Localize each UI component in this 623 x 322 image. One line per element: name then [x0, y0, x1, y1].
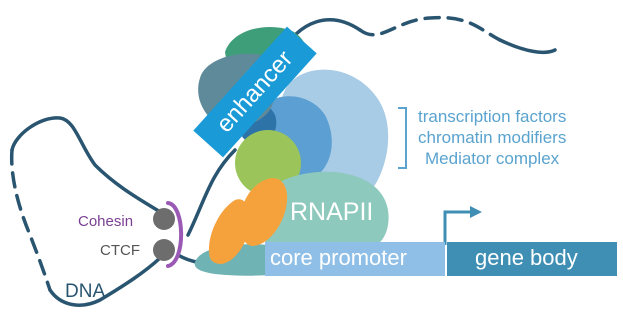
gene-body-bar	[447, 242, 617, 276]
dna-label: DNA	[65, 281, 106, 302]
ctcf-label: CTCF	[100, 242, 140, 259]
enhancer-label-group	[193, 26, 317, 158]
dna-strand-top-tail	[498, 38, 557, 54]
orange-factor-left	[208, 199, 250, 264]
rnapii-label: RNAPII	[290, 198, 374, 226]
ctcf-ball-lower	[153, 239, 175, 261]
dna-strand-upper	[186, 148, 237, 237]
gene-body-label: gene body	[475, 245, 578, 270]
cohesin-ring	[166, 201, 184, 268]
tss-arrowhead-icon	[470, 206, 482, 218]
dna-strand-left-loop	[10, 116, 167, 217]
core-promoter-bar	[265, 242, 445, 276]
tf-bracket	[398, 107, 407, 169]
tss-arrow-icon	[443, 210, 470, 245]
transcription-factors-label: transcription factors	[418, 107, 567, 126]
dna-strand-bottom-loop	[48, 256, 162, 307]
dna-strand-dashed-top	[358, 15, 502, 42]
cohesin-label: Cohesin	[78, 213, 134, 230]
cohesin-ball-upper	[153, 208, 175, 230]
chromatin-modifiers-label: chromatin modifiers	[418, 128, 567, 147]
mediator-complex-label: Mediator complex	[425, 149, 560, 168]
enhancer-box	[193, 26, 317, 158]
rnapii-body	[258, 171, 389, 258]
dna-strand-dashed-left	[9, 148, 52, 292]
core-promoter-label: core promoter	[270, 245, 407, 270]
green-factor-blob	[235, 130, 301, 196]
orange-factor-right	[240, 178, 288, 246]
